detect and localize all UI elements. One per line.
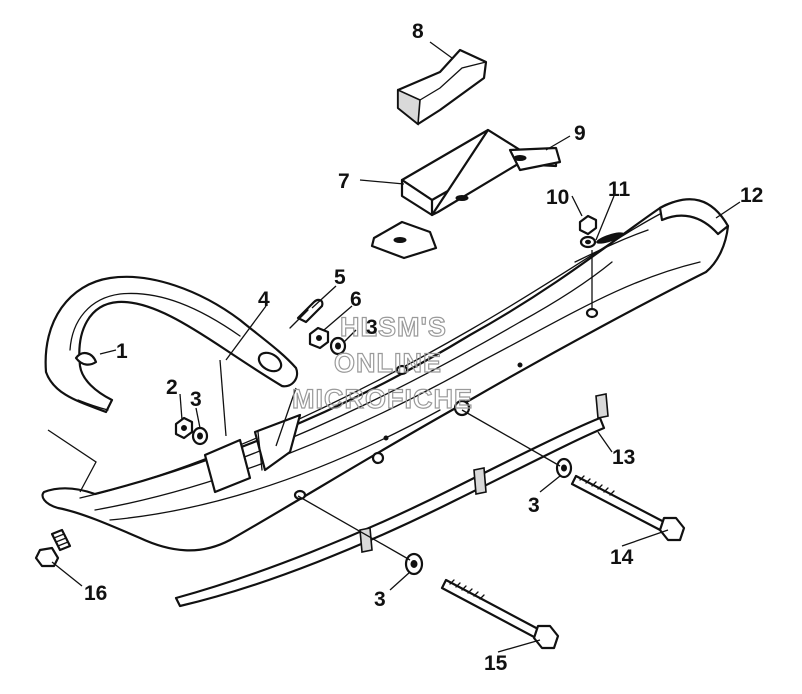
watermark-line-3: MICROFICHE <box>292 384 473 414</box>
callout-3-right[interactable]: 3 <box>528 494 540 517</box>
callout-8[interactable]: 8 <box>412 20 424 43</box>
washer-3-lower[interactable] <box>404 552 424 576</box>
callout-3-upper[interactable]: 3 <box>366 316 378 339</box>
cotter-pin[interactable] <box>289 298 324 329</box>
washer-11[interactable] <box>579 235 597 249</box>
callout-labels: 1 2 3 3 3 3 4 5 6 7 8 9 10 11 12 13 14 1… <box>84 20 763 675</box>
ski-saddle[interactable] <box>370 128 562 260</box>
callout-9[interactable]: 9 <box>574 122 586 145</box>
callout-1[interactable]: 1 <box>116 340 128 363</box>
callout-3-lower[interactable]: 3 <box>374 588 386 611</box>
washer-3-right[interactable] <box>555 457 573 479</box>
bolt-16[interactable] <box>34 528 72 568</box>
callout-12[interactable]: 12 <box>740 184 763 207</box>
callout-14[interactable]: 14 <box>610 546 634 569</box>
wear-bar[interactable] <box>174 393 609 608</box>
watermark: HLSM'S ONLINE MICROFICHE <box>291 311 473 414</box>
ski-body[interactable] <box>41 198 730 552</box>
callout-7[interactable]: 7 <box>338 170 350 193</box>
handle-loop[interactable] <box>44 275 299 414</box>
callout-13[interactable]: 13 <box>612 446 635 469</box>
nut-2[interactable] <box>174 416 194 440</box>
callout-4[interactable]: 4 <box>258 288 270 311</box>
bolt-15[interactable] <box>440 578 560 650</box>
nut-10[interactable] <box>578 214 598 236</box>
callout-2[interactable]: 2 <box>166 376 178 399</box>
washer-3-upper[interactable] <box>329 336 347 356</box>
callout-11[interactable]: 11 <box>608 178 631 201</box>
callout-3-left[interactable]: 3 <box>190 388 202 411</box>
callout-10[interactable]: 10 <box>546 186 569 209</box>
callout-5[interactable]: 5 <box>334 266 346 289</box>
callout-16[interactable]: 16 <box>84 582 107 605</box>
watermark-line-2: ONLINE <box>334 348 442 378</box>
nut-6[interactable] <box>308 326 330 350</box>
callout-15[interactable]: 15 <box>484 652 508 675</box>
washer-3-left[interactable] <box>191 426 209 446</box>
callout-6[interactable]: 6 <box>350 288 362 311</box>
watermark-line-1: HLSM'S <box>340 312 447 342</box>
ski-spacer-block[interactable] <box>396 48 488 126</box>
